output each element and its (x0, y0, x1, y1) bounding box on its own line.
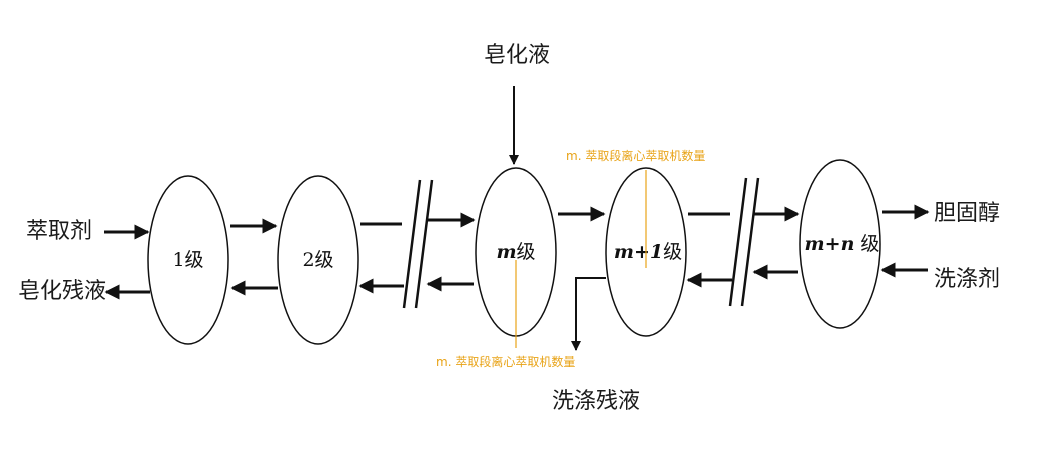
stage-m-plus-n-prefix: m+n (805, 233, 855, 255)
callout-bottom-label: m. 萃取段离心萃取机数量 (436, 354, 575, 369)
stage-1-vessel (147, 175, 229, 345)
stage-1-label: 1级 (172, 249, 203, 271)
break-mark-1b (414, 179, 434, 309)
stage-2-prefix: 2 (302, 249, 314, 271)
stage-m-plus-1-label: m+1级 (614, 241, 682, 263)
callout-top-label: m. 萃取段离心萃取机数量 (566, 148, 705, 163)
washing-residue-pipe (571, 277, 606, 351)
stage-1-prefix: 1 (172, 249, 184, 271)
stage-m-plus-n-label: m+n 级 (805, 233, 880, 255)
saponification-residue-label: 皂化残液 (18, 279, 106, 304)
stage-m-prefix: m (496, 241, 516, 263)
stage-m-plus-n-suffix: 级 (854, 233, 879, 255)
stage-m-suffix: 级 (517, 241, 536, 263)
saponification-liquid-label: 皂化液 (484, 43, 550, 68)
cholesterol-label: 胆固醇 (934, 201, 1000, 226)
stage-1-suffix: 级 (185, 249, 204, 271)
stage-m-label: m级 (496, 241, 535, 263)
extractant-label: 萃取剂 (26, 219, 92, 244)
stage-2-vessel (277, 175, 359, 345)
stage-m-plus-1-prefix: m+1 (614, 241, 663, 263)
stage-2-suffix: 级 (315, 249, 334, 271)
break-mark-2a (728, 177, 748, 307)
break-mark-1a (402, 179, 422, 309)
detergent-label: 洗涤剂 (934, 267, 1000, 292)
stage-m-plus-1-suffix: 级 (663, 241, 682, 263)
washing-residue-label: 洗涤残液 (552, 389, 640, 414)
break-mark-2b (740, 177, 760, 307)
stage-2-label: 2级 (302, 249, 333, 271)
stage-m-plus-n-vessel (799, 159, 881, 329)
